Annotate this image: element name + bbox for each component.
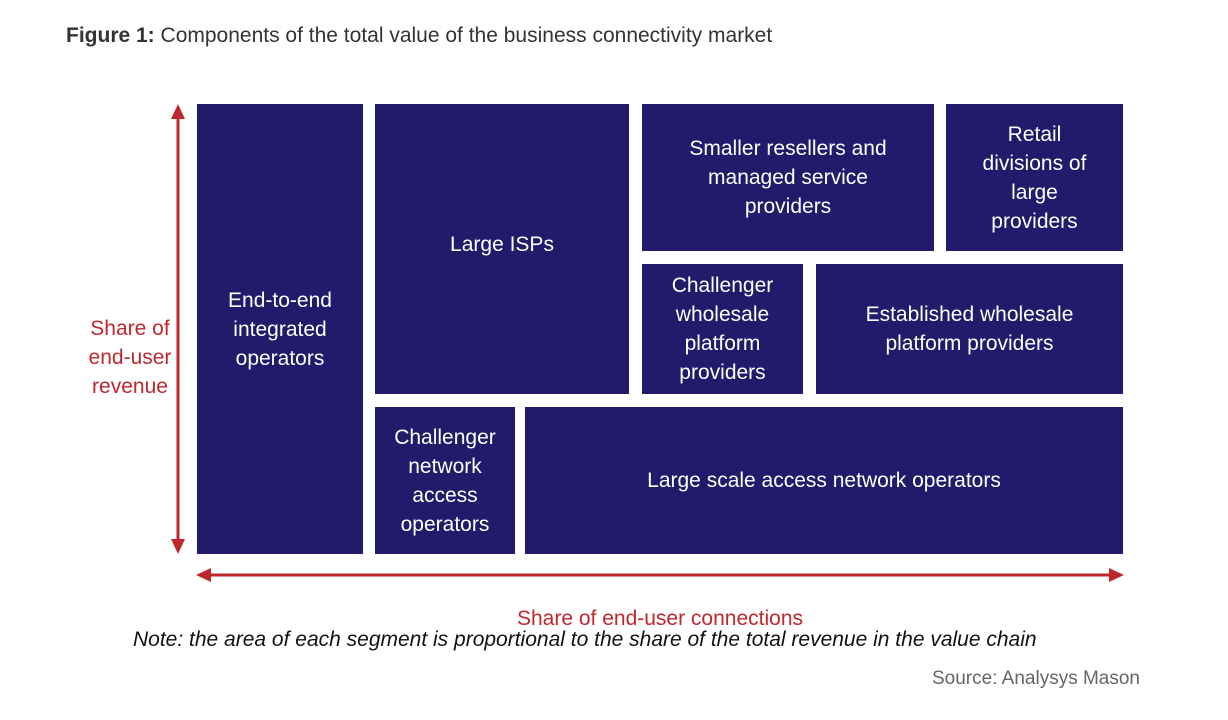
- footnote: Note: the area of each segment is propor…: [133, 628, 1037, 651]
- segment-established-wholesale: Established wholesale platform providers: [816, 264, 1123, 394]
- figure-title-lead: Figure 1:: [66, 24, 155, 47]
- segment-challenger-network-access: Challenger network access operators: [375, 407, 515, 554]
- x-axis-arrow-left: [196, 568, 211, 582]
- y-axis-arrow-down: [171, 539, 185, 554]
- segment-large-isps: Large ISPs: [375, 104, 629, 394]
- figure-title: Figure 1: Components of the total value …: [66, 24, 772, 48]
- x-axis-label: Share of end-user connections: [516, 607, 803, 630]
- y-axis-arrow-up: [171, 104, 185, 119]
- x-axis-arrow-right: [1109, 568, 1124, 582]
- source-credit: Source: Analysys Mason: [931, 668, 1140, 689]
- segment-smaller-resellers: Smaller resellers and managed service pr…: [642, 104, 934, 251]
- segment-end-to-end-integrated-operators: End-to-end integrated operators: [197, 104, 363, 554]
- segment-retail-divisions: Retail divisions of large providers: [946, 104, 1123, 251]
- segment-challenger-wholesale: Challenger wholesale platform providers: [642, 264, 803, 394]
- figure-title-text: Components of the total value of the bus…: [160, 24, 773, 47]
- segment-large-scale-access: Large scale access network operators: [525, 407, 1123, 554]
- y-axis-label: Share of end-user revenue: [88, 317, 172, 398]
